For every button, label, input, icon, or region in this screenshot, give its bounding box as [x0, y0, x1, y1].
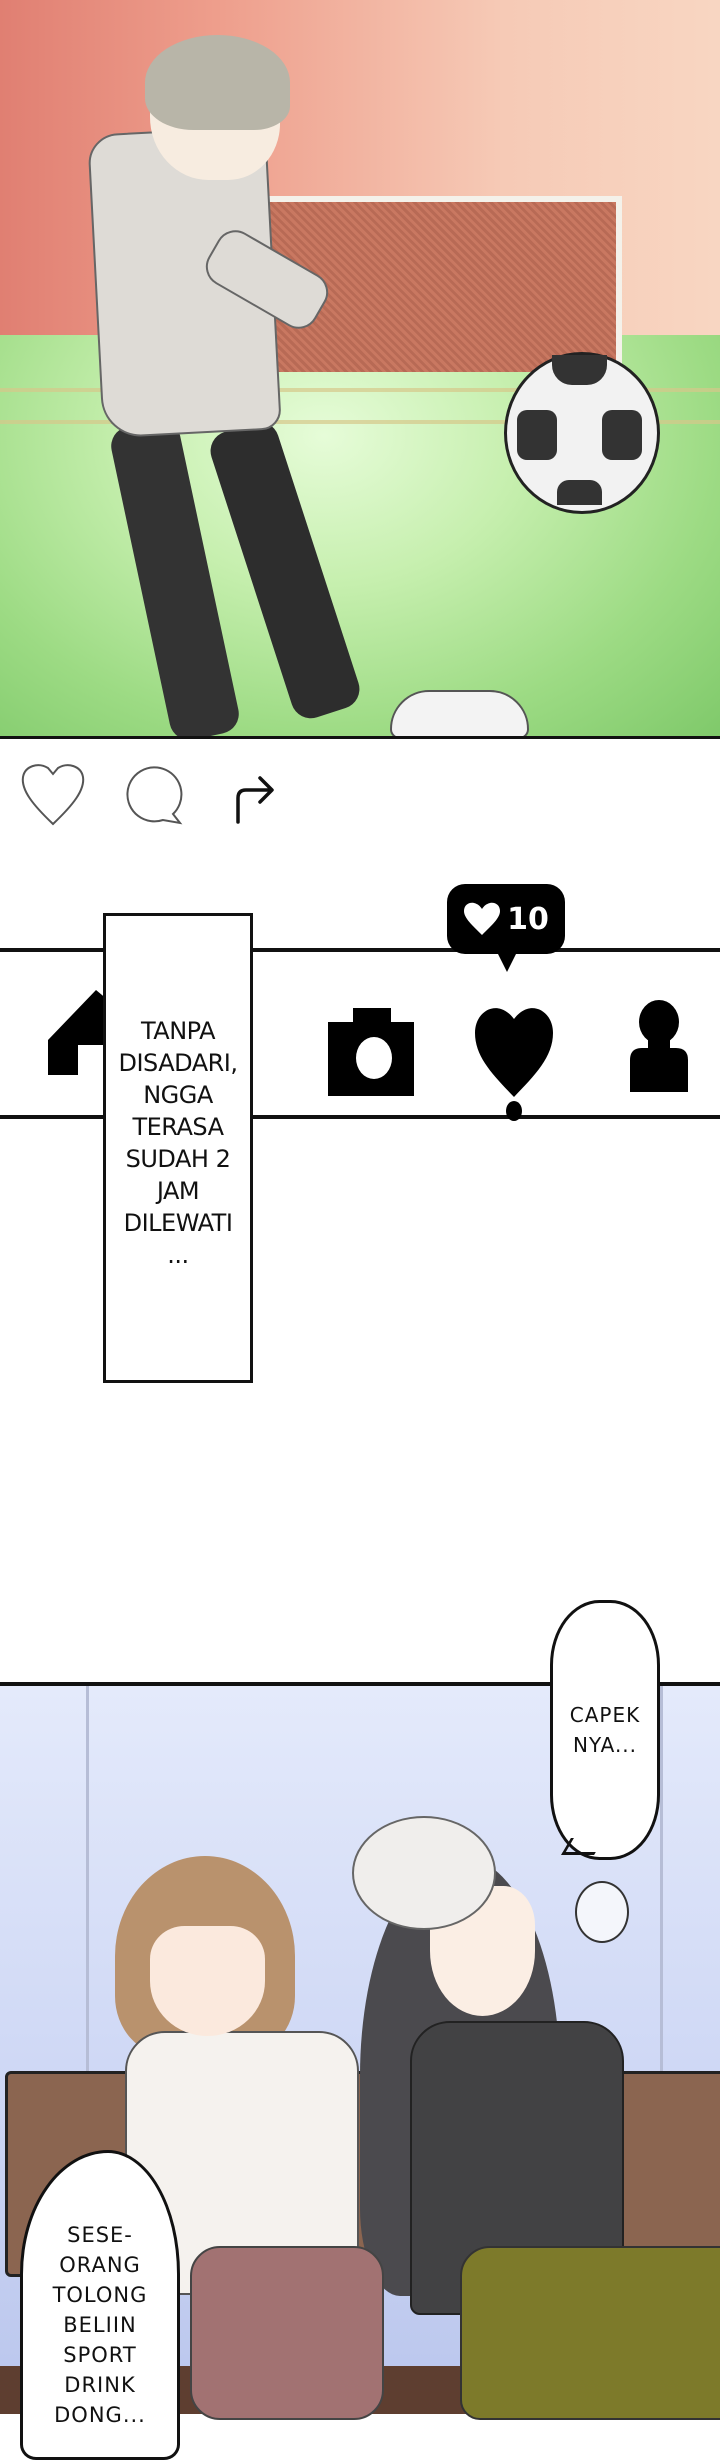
wall-seam — [86, 1686, 89, 2226]
narration-caption-box: TANPA DISADARI, NGGA TERASA SUDAH 2 JAM … — [103, 913, 253, 1383]
ball-patch — [557, 480, 602, 505]
bubble-line: ORANG — [59, 2253, 141, 2277]
heart-icon — [464, 902, 501, 935]
camera-icon — [328, 1008, 414, 1096]
field-line — [0, 420, 720, 424]
sigh-puff — [575, 1881, 629, 1943]
nav-activity[interactable] — [473, 1005, 555, 1130]
boy-shoe — [390, 690, 529, 738]
ball-patch — [517, 410, 557, 460]
like-button[interactable] — [18, 760, 88, 835]
heart-icon — [475, 1008, 553, 1121]
panel-divider — [0, 736, 720, 739]
soccer-ball — [504, 352, 660, 514]
bubble-line: DRINK — [64, 2373, 136, 2397]
nav-profile[interactable] — [628, 1000, 690, 1097]
nav-camera[interactable] — [328, 1008, 414, 1103]
ball-patch — [552, 355, 607, 385]
caption-line: SUDAH 2 — [125, 1145, 231, 1173]
speech-bubble-icon — [126, 766, 183, 825]
girl-pink-pants — [190, 2246, 384, 2420]
bubble-line: CAPEK — [569, 1703, 641, 1727]
bubble-line: DONG... — [54, 2403, 146, 2427]
heart-outline-icon — [21, 764, 85, 826]
bubble-line: NYA... — [572, 1733, 638, 1757]
nav-home[interactable] — [48, 990, 108, 1085]
share-button[interactable] — [230, 770, 280, 830]
active-indicator-dot — [506, 1101, 522, 1121]
nav-bar-top-border — [0, 948, 720, 952]
share-arrow-icon — [236, 776, 274, 824]
bubble-line: SESE- — [67, 2223, 133, 2247]
field-line — [0, 388, 720, 392]
caption-line: TERASA — [132, 1113, 224, 1141]
caption-line: TANPA — [140, 1017, 216, 1045]
soccer-panel — [0, 0, 720, 738]
bubble-line: SPORT — [63, 2343, 137, 2367]
wall-seam — [660, 1686, 663, 2226]
boy-hair — [145, 35, 290, 130]
profile-icon — [630, 1000, 688, 1092]
nav-bar-bottom-border — [0, 1115, 720, 1119]
like-notification-badge[interactable]: 10 — [447, 884, 565, 954]
notification-tail — [496, 950, 518, 972]
caption-line: DISADARI, — [118, 1049, 238, 1077]
caption-line: NGGA — [143, 1081, 213, 1109]
girl-olive-pants — [460, 2246, 720, 2420]
white-beret — [352, 1816, 496, 1930]
girl-face — [150, 1926, 265, 2036]
caption-line: DILEWATI — [123, 1209, 233, 1237]
notification-count: 10 — [507, 901, 549, 937]
speech-bubble-capek: CAPEK NYA... — [550, 1600, 660, 1860]
caption-line: ... — [167, 1241, 189, 1269]
caption-line: JAM — [156, 1177, 200, 1205]
bubble-line: BELIIN — [63, 2313, 137, 2337]
speech-bubble-sese: SESE- ORANG TOLONG BELIIN SPORT DRINK DO… — [20, 2150, 180, 2460]
bubble-line: TOLONG — [52, 2283, 148, 2307]
comment-button[interactable] — [118, 760, 193, 835]
home-icon — [48, 990, 108, 1075]
ball-patch — [602, 410, 642, 460]
